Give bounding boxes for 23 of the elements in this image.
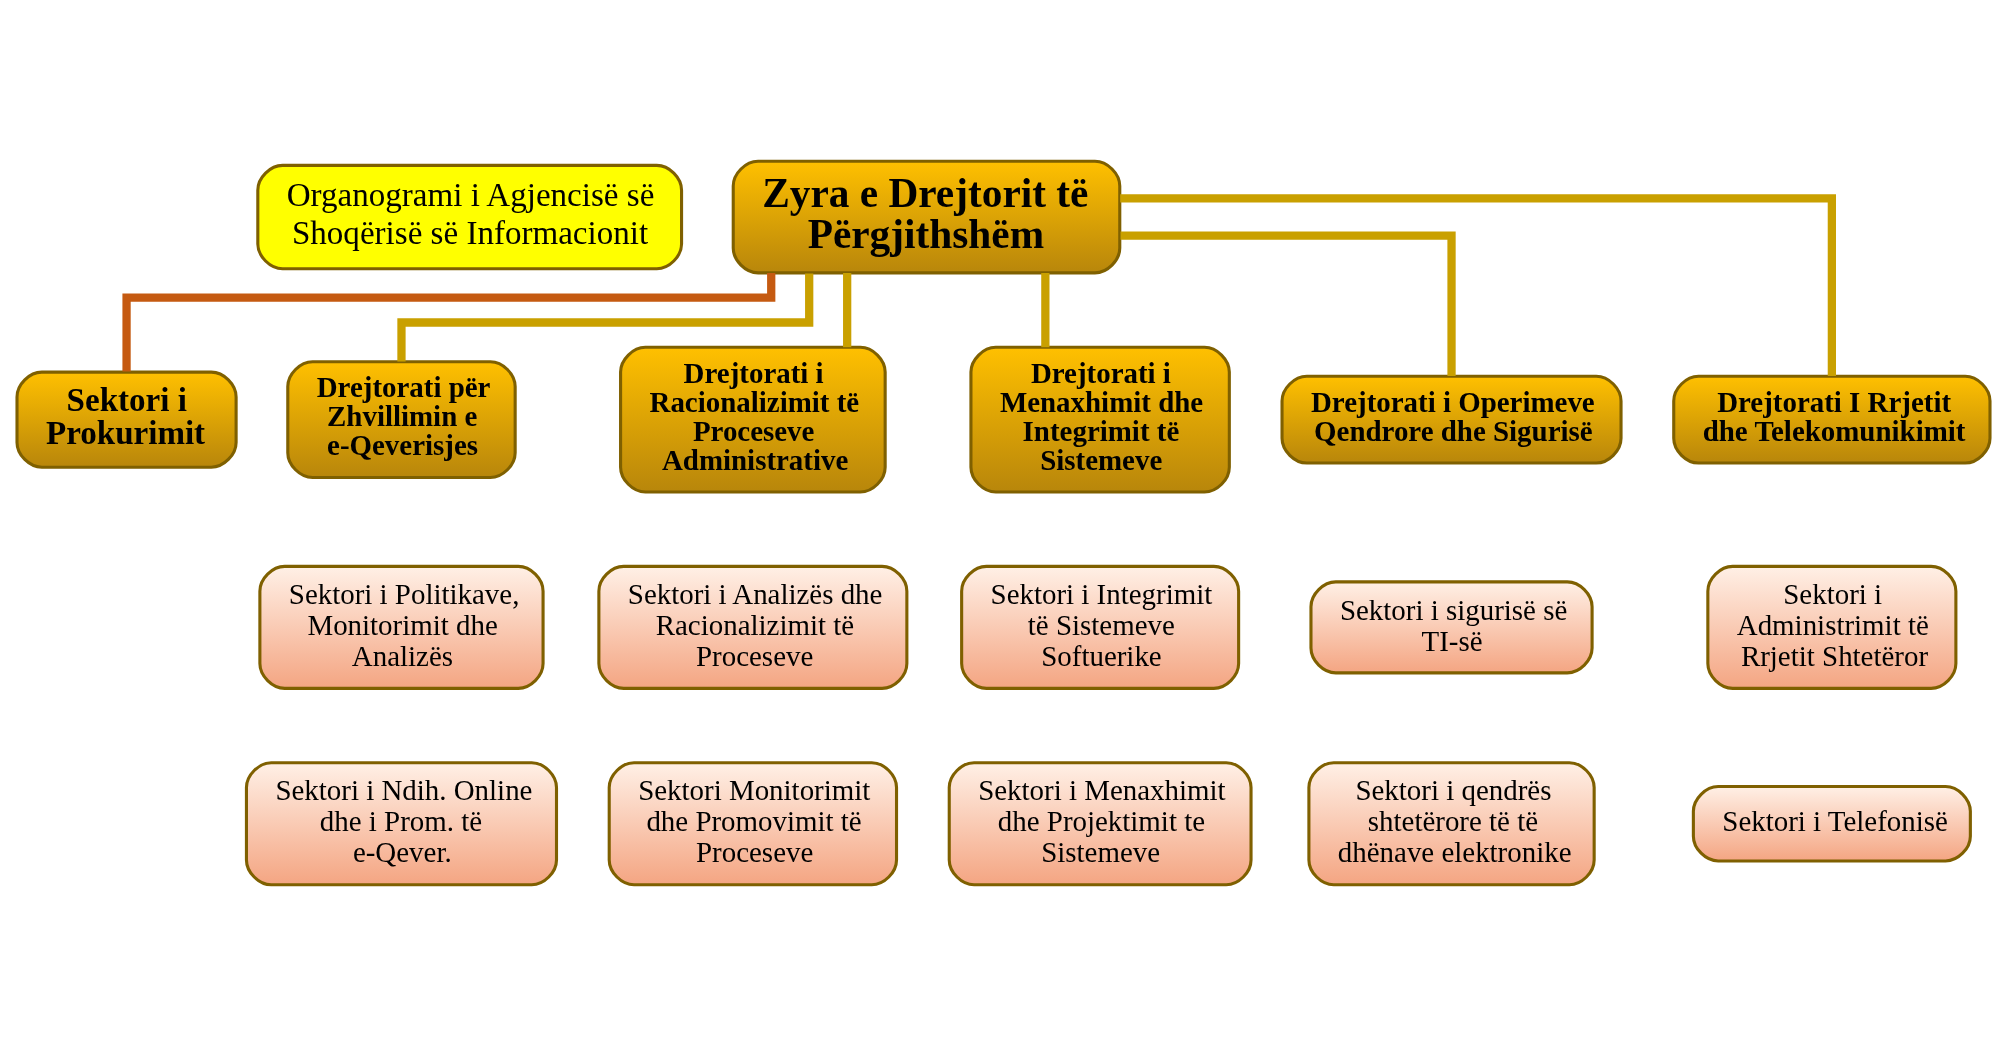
- node-box: Sektori i Politikave, Monitorimit dhe Analizës: [258, 564, 545, 690]
- node-box: Zyra e Drejtorit të Përgjithshëm: [731, 159, 1122, 274]
- node-box: Sektori i Menaxhimit dhe Projektimit te Sistemeve: [947, 760, 1253, 886]
- node-box: Drejtorati për Zhvillimin e e-Qeverisjes: [286, 359, 517, 479]
- node-box: Sektori i Administrimit të Rrjetit Shtetëror: [1706, 564, 1958, 690]
- connector: [122, 272, 776, 371]
- node-box: Sektori i Analizës dhe Racionalizimit të Proceseve: [597, 564, 909, 690]
- node-box: Drejtorati I Rrjetit dhe Telekomunikimit: [1672, 374, 1992, 465]
- node-box: Drejtorati i Operimeve Qendrore dhe Sigurisë: [1280, 374, 1623, 465]
- node-box: Sektori i Ndih. Online dhe i Prom. të e-Qever.: [244, 760, 559, 886]
- node-box: Sektori i qendrës shtetërore të të dhënave elektronike: [1307, 760, 1596, 886]
- node-box: Sektori i Integrimit të Sistemeve Softuerike: [960, 564, 1241, 690]
- node-box: Drejtorati i Racionalizimit të Proceseve Administrative: [619, 345, 887, 494]
- node-box: Sektori Monitorimit dhe Promovimit të Proceseve: [607, 760, 899, 886]
- node-box: Sektori i sigurisë së TI-së: [1309, 579, 1594, 674]
- connector: [1120, 193, 1836, 376]
- node-box: Drejtorati i Menaxhimit dhe Integrimit të Sistemeve: [969, 345, 1231, 494]
- node-box: Sektori i Telefonisë: [1691, 784, 1972, 862]
- connector: [1120, 231, 1456, 376]
- connector: [1041, 272, 1050, 347]
- connector: [843, 272, 852, 347]
- node-box: Sektori i Prokurimit: [15, 370, 238, 469]
- node-box: Organogrami i Agjencisë së Shoqërisë së Informacionit: [256, 163, 684, 270]
